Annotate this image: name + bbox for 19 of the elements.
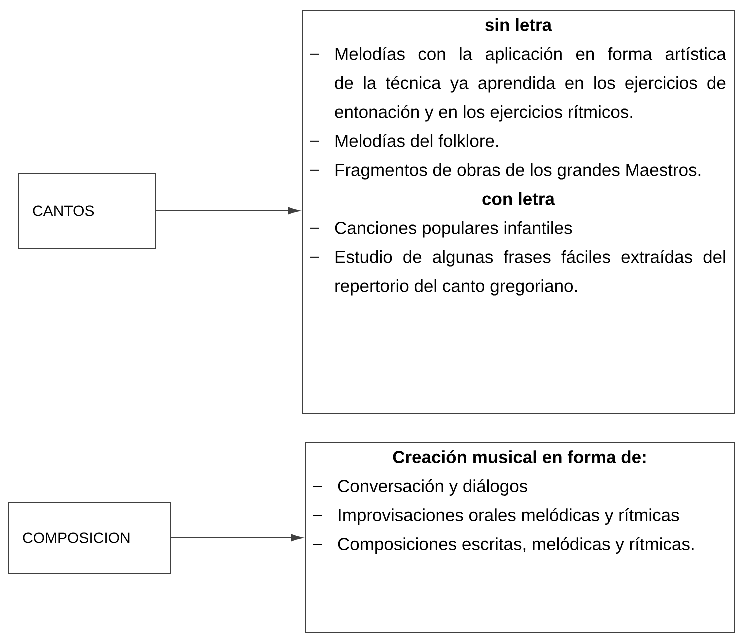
content-box <box>305 442 735 633</box>
arrow <box>170 534 303 542</box>
section-heading: sin letra <box>486 18 552 32</box>
list-item: Fragmentos de obras de los grandes Maestros. <box>310 164 701 180</box>
box-label: CANTOS <box>33 206 94 216</box>
list-item: Improvisaciones orales melódicas y rítmicas <box>313 508 680 525</box>
label-box <box>18 173 156 249</box>
list-item: Melodías con la aplicación en forma artística de la técnica ya aprendida en los ejercicios de entonación y en los ejercicios rítmicos. <box>310 47 726 122</box>
box-label: COMPOSICION <box>23 532 130 544</box>
label-box <box>8 502 171 574</box>
content-box <box>302 10 735 414</box>
section-heading: con letra <box>482 192 556 206</box>
list-item: Estudio de algunas frases fáciles extraídas del repertorio del canto gregoriano. <box>310 250 726 296</box>
list-item: Melodías del folklore. <box>310 134 498 148</box>
list-item: Conversación y diálogos <box>313 479 528 496</box>
arrow <box>156 207 300 215</box>
section-heading: Creación musical en forma de: <box>393 450 646 464</box>
list-item: Canciones populares infantiles <box>310 222 572 238</box>
list-item: Composiciones escritas, melódicas y rítmicas. <box>313 537 694 554</box>
